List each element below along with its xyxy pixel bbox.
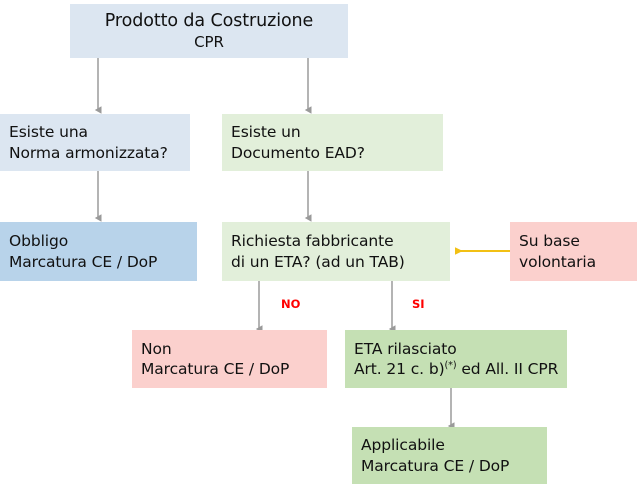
node-applicable[interactable]: Applicabile Marcatura CE / DoP (352, 427, 547, 484)
node-applicable-line2: Marcatura CE / DoP (361, 456, 510, 475)
node-harmonized-norm-line2: Norma armonizzata? (9, 143, 168, 162)
node-no-marking-line1: Non (141, 339, 172, 358)
edge-label-no: NO (281, 297, 301, 311)
node-harmonized-norm[interactable]: Esiste una Norma armonizzata? (0, 114, 190, 171)
node-voluntary[interactable]: Su base volontaria (510, 222, 637, 281)
node-obligation-line1: Obbligo (9, 232, 69, 251)
node-product[interactable]: Prodotto da Costruzione CPR (70, 4, 348, 58)
node-eta-request-line2: di un ETA? (ad un TAB) (231, 252, 405, 271)
node-eta-issued[interactable]: ETA rilasciato Art. 21 c. b)(*) ed All. … (345, 330, 567, 388)
node-eta-request[interactable]: Richiesta fabbricante di un ETA? (ad un … (222, 222, 450, 281)
node-eta-issued-footnote-marker: (*) (444, 359, 457, 371)
node-no-marking[interactable]: Non Marcatura CE / DoP (132, 330, 327, 388)
node-no-marking-line2: Marcatura CE / DoP (141, 360, 290, 378)
node-applicable-line1: Applicabile (361, 436, 445, 455)
node-ead-document-line1: Esiste un (231, 123, 301, 142)
node-obligation-line2: Marcatura CE / DoP (9, 252, 158, 271)
node-eta-request-line1: Richiesta fabbricante (231, 232, 394, 251)
node-eta-issued-line2: Art. 21 c. b)(*) ed All. II CPR (354, 359, 567, 379)
node-harmonized-norm-line1: Esiste una (9, 123, 88, 142)
node-ead-document-line2: Documento EAD? (231, 143, 365, 162)
node-voluntary-line2: volontaria (519, 252, 597, 271)
node-eta-issued-annex: ed All. II CPR (456, 360, 559, 378)
node-obligation[interactable]: Obbligo Marcatura CE / DoP (0, 222, 197, 281)
node-voluntary-line1: Su base (519, 232, 580, 251)
node-product-line1: Prodotto da Costruzione (104, 10, 314, 31)
node-ead-document[interactable]: Esiste un Documento EAD? (222, 114, 443, 171)
node-product-line2: CPR (194, 32, 224, 51)
node-eta-issued-line1: ETA rilasciato (354, 339, 457, 358)
node-eta-issued-article: Art. 21 c. b) (354, 360, 445, 378)
edge-label-si: SI (412, 297, 425, 311)
